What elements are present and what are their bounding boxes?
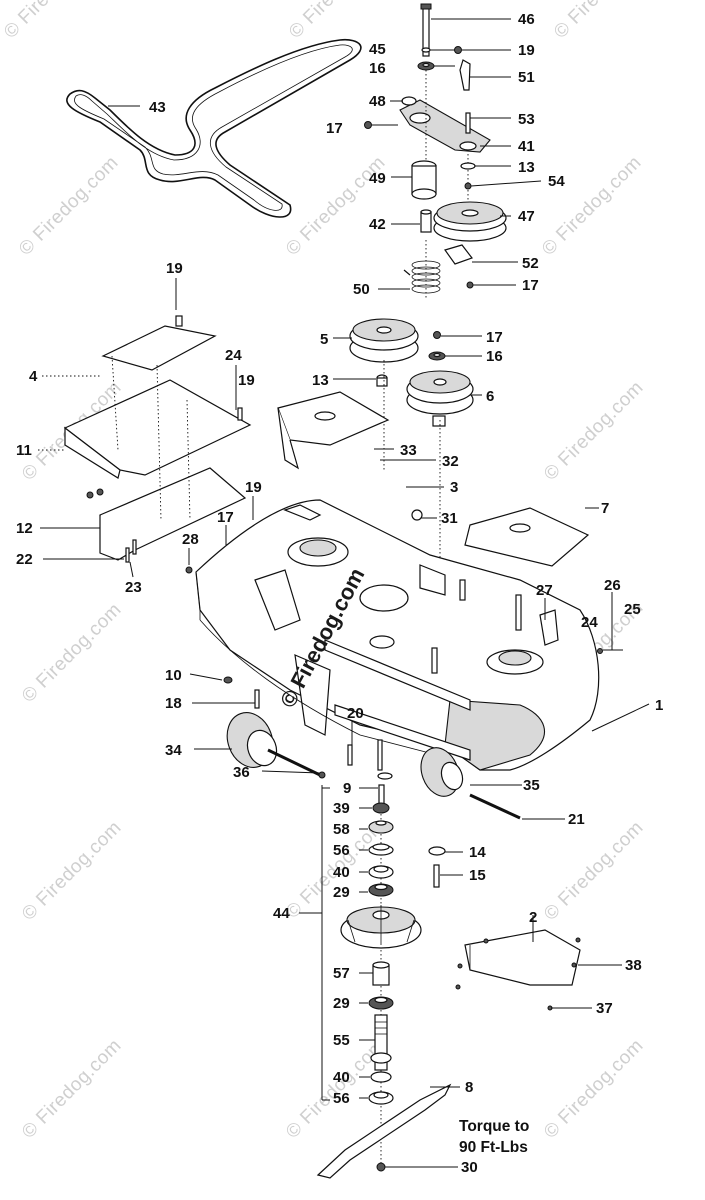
discharge-shield	[455, 929, 581, 1011]
spindle-assembly	[316, 784, 452, 1179]
label-16: 16	[486, 348, 503, 365]
label-58: 58	[333, 821, 350, 838]
label-56: 56	[333, 842, 350, 859]
label-5: 5	[320, 331, 328, 348]
torque-note-line2: 90 Ft-Lbs	[459, 1139, 528, 1156]
label-15: 15	[469, 867, 486, 884]
label-57: 57	[333, 965, 350, 982]
label-56: 56	[333, 1090, 350, 1107]
label-11: 11	[16, 442, 32, 459]
belt-cover-parts	[63, 315, 252, 574]
label-16: 16	[369, 60, 386, 77]
label-31: 31	[441, 510, 458, 527]
cover-plate	[277, 391, 390, 470]
label-48: 48	[369, 93, 386, 110]
label-52: 52	[522, 255, 539, 272]
label-2: 2	[529, 909, 537, 926]
label-17: 17	[326, 120, 343, 137]
label-8: 8	[465, 1079, 473, 1096]
label-39: 39	[333, 800, 350, 817]
label-40: 40	[333, 1069, 350, 1086]
label-10: 10	[165, 667, 182, 684]
label-46: 46	[518, 11, 535, 28]
torque-note: Torque to 90 Ft-Lbs	[459, 1116, 529, 1158]
label-19: 19	[238, 372, 255, 389]
label-29: 29	[333, 884, 350, 901]
leader-lines	[38, 18, 650, 1168]
label-22: 22	[16, 551, 33, 568]
label-54: 54	[548, 173, 565, 190]
label-25: 25	[624, 601, 641, 618]
label-49: 49	[369, 170, 386, 187]
label-27: 27	[536, 582, 553, 599]
label-19: 19	[166, 260, 183, 277]
deck-cover-right	[464, 507, 590, 567]
label-17: 17	[522, 277, 539, 294]
label-44: 44	[273, 905, 290, 922]
torque-note-line1: Torque to	[459, 1118, 530, 1135]
label-35: 35	[523, 777, 540, 794]
label-50: 50	[353, 281, 370, 298]
label-20: 20	[347, 705, 364, 722]
label-51: 51	[518, 69, 535, 86]
pulley-parts	[349, 318, 474, 600]
label-23: 23	[125, 579, 142, 596]
label-24: 24	[225, 347, 242, 364]
label-32: 32	[442, 453, 459, 470]
label-33: 33	[400, 442, 417, 459]
label-41: 41	[518, 138, 535, 155]
mower-deck	[195, 499, 603, 771]
label-43: 43	[149, 99, 166, 116]
label-9: 9	[343, 780, 351, 797]
label-7: 7	[601, 500, 609, 517]
label-4: 4	[29, 368, 38, 385]
label-6: 6	[486, 388, 494, 405]
label-30: 30	[461, 1159, 478, 1176]
label-37: 37	[596, 1000, 613, 1017]
label-53: 53	[518, 111, 535, 128]
label-40: 40	[333, 864, 350, 881]
label-34: 34	[165, 742, 182, 759]
label-17: 17	[217, 509, 234, 526]
label-3: 3	[450, 479, 458, 496]
label-24: 24	[581, 614, 598, 631]
label-55: 55	[333, 1032, 350, 1049]
label-38: 38	[625, 957, 642, 974]
label-42: 42	[369, 216, 386, 233]
label-19: 19	[245, 479, 262, 496]
part-labels: 46 45 19 16 51 48 43 53 17 41 13 49 54 4…	[16, 11, 663, 1176]
idler-assembly	[364, 3, 507, 300]
label-13: 13	[312, 372, 329, 389]
label-47: 47	[518, 208, 535, 225]
label-17: 17	[486, 329, 503, 346]
label-19: 19	[518, 42, 535, 59]
gauge-wheels	[226, 712, 521, 820]
belt-part	[66, 38, 362, 218]
label-28: 28	[182, 531, 199, 548]
label-29: 29	[333, 995, 350, 1012]
label-14: 14	[469, 844, 486, 861]
label-21: 21	[568, 811, 585, 828]
label-12: 12	[16, 520, 33, 537]
label-1: 1	[655, 697, 663, 714]
label-45: 45	[369, 41, 386, 58]
label-26: 26	[604, 577, 621, 594]
label-18: 18	[165, 695, 182, 712]
label-36: 36	[233, 764, 250, 781]
label-13: 13	[518, 159, 535, 176]
